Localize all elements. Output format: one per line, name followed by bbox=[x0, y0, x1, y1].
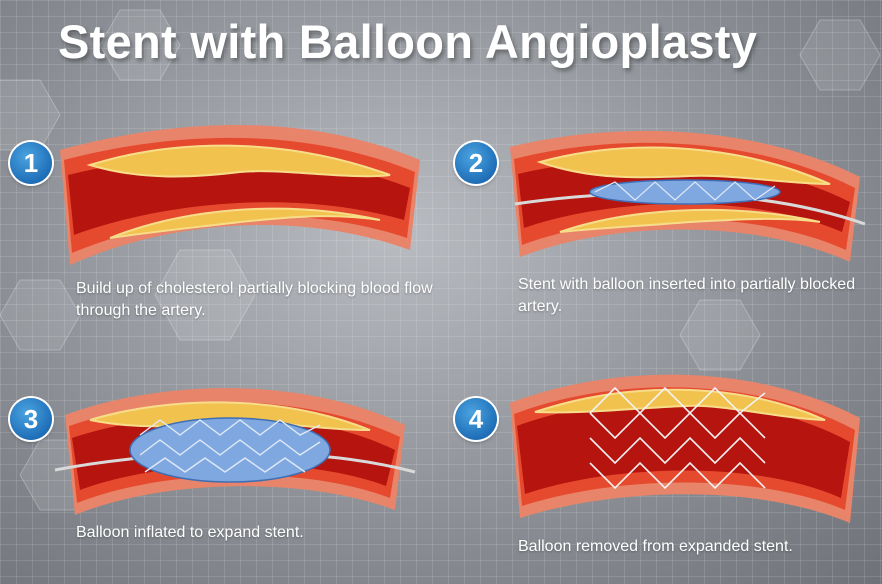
artery-balloon-inflated-illustration bbox=[54, 388, 416, 515]
page-title: Stent with Balloon Angioplasty bbox=[58, 15, 758, 68]
step-number-badge: 1 bbox=[10, 142, 52, 184]
step-number-badge: 4 bbox=[455, 398, 497, 440]
step-caption: Balloon removed from expanded stent. bbox=[518, 538, 793, 555]
artery-expanded-stent-illustration bbox=[510, 374, 860, 523]
step-number-badge: 3 bbox=[10, 398, 52, 440]
step-caption: Balloon inflated to expand stent. bbox=[76, 524, 304, 541]
artery-stent-insert-illustration bbox=[510, 130, 866, 262]
artery-plaque-illustration bbox=[60, 125, 420, 265]
step-caption: Build up of cholesterol partially blocki… bbox=[76, 280, 433, 319]
step-caption: Stent with balloon inserted into partial… bbox=[518, 276, 856, 315]
step-number-badge: 2 bbox=[455, 142, 497, 184]
